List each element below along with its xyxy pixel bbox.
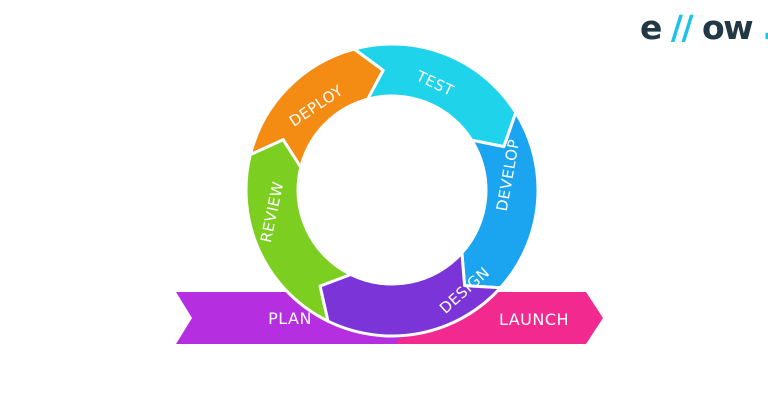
segment-review	[244, 138, 353, 323]
cycle-ring	[244, 42, 540, 338]
segment-test	[352, 42, 518, 149]
band-label-launch: LAUNCH	[499, 310, 569, 329]
logo-slashes: //	[671, 8, 695, 47]
logo-dot: .	[762, 8, 768, 47]
logo-letter-e: e	[640, 8, 661, 47]
brand-logo: e // ow .	[640, 8, 768, 47]
logo-letters-ow: ow	[702, 8, 753, 47]
band-label-plan: PLAN	[268, 309, 312, 328]
segment-design	[318, 251, 502, 338]
